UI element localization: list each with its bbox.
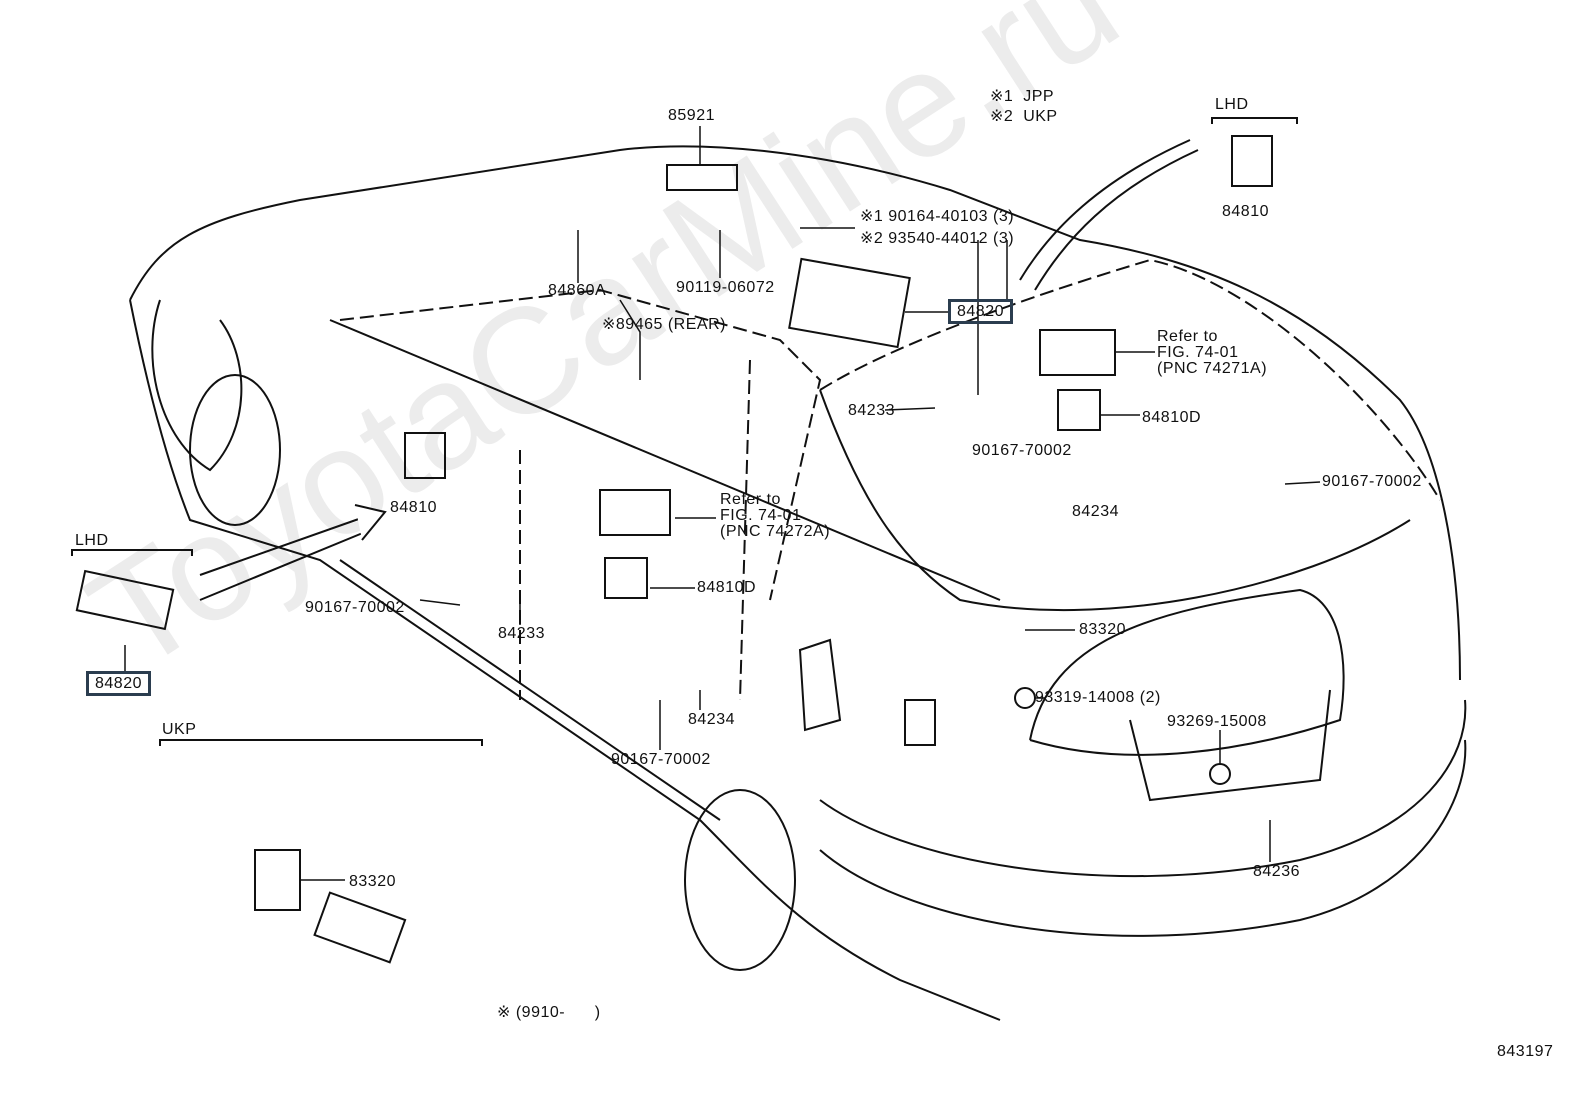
group-label-lhd-left: LHD — [75, 532, 109, 549]
part-84810D-r-shape — [1057, 389, 1101, 431]
part-85921-shape — [666, 164, 738, 191]
ref1-line2: FIG. 74-01 — [1157, 344, 1239, 361]
part-83320-ukp-shape — [254, 849, 301, 911]
front-wheel — [189, 374, 281, 526]
part-84810-lhd-shape — [1231, 135, 1273, 187]
part-switch-r-shape — [1039, 329, 1116, 376]
label-84810D-right: 84810D — [1142, 409, 1202, 426]
tailgate — [1029, 588, 1345, 756]
rear-bumper-lower — [819, 739, 1467, 937]
side-window-dashed — [339, 288, 822, 601]
ref2-line2: FIG. 74-01 — [720, 507, 802, 524]
label-84810D-left: 84810D — [697, 579, 757, 596]
body-crease — [339, 559, 721, 821]
ref2-line3: (PNC 74272A) — [720, 523, 831, 540]
label-93269: 93269-15008 — [1167, 713, 1267, 730]
ref1-line1: Refer to — [1157, 328, 1218, 345]
label-90167-b: 90167-70002 — [1322, 473, 1422, 490]
label-bolt-jpp: ※1 90164-40103 (3) — [860, 208, 1015, 225]
bracket-ukp — [159, 739, 483, 746]
front-wheel-arch — [151, 299, 243, 472]
rear-window-lower — [819, 389, 1411, 612]
figure-number: 843197 — [1497, 1043, 1554, 1060]
ref2-line1: Refer to — [720, 491, 781, 508]
label-90119: 90119-06072 — [676, 279, 775, 296]
note-jpp: ※1 JPP — [990, 88, 1055, 105]
plate-area — [1129, 689, 1331, 802]
label-84860A: 84860A — [548, 282, 607, 299]
car-roof-line — [129, 145, 1461, 681]
note-ukp: ※2 UKP — [990, 108, 1058, 125]
label-84233-right: 84233 — [848, 402, 895, 419]
label-90167-a: 90167-70002 — [972, 442, 1072, 459]
date-note: ※ (9910- ) — [497, 1004, 601, 1021]
label-84820-lhd: 84820 — [86, 671, 151, 696]
part-84810D-l-shape — [604, 557, 648, 599]
label-90167-d: 90167-70002 — [611, 751, 711, 768]
s-mark-2 — [1209, 763, 1231, 785]
door-line — [519, 359, 751, 701]
label-93319: 93319-14008 (2) — [1035, 689, 1161, 706]
group-label-ukp: UKP — [162, 721, 197, 738]
label-84236: 84236 — [1253, 863, 1300, 880]
label-89465: ※89465 (REAR) — [602, 316, 726, 333]
bracket-lhd-left — [71, 549, 193, 556]
part-84810-shape — [404, 432, 446, 479]
label-84810: 84810 — [390, 499, 437, 516]
ref1-line3: (PNC 74271A) — [1157, 360, 1268, 377]
leader-lines — [124, 126, 1321, 881]
arrow-head-left — [354, 504, 387, 541]
label-84810-lhd: 84810 — [1222, 203, 1269, 220]
part-83320-r-shape — [904, 699, 936, 746]
part-84820-lhd-shape — [75, 569, 175, 631]
part-battery-shape — [313, 891, 407, 964]
label-83320-ukp: 83320 — [349, 873, 396, 890]
rear-bumper — [819, 699, 1467, 878]
bracket-lhd-top — [1211, 117, 1298, 124]
label-84233-left: 84233 — [498, 625, 545, 642]
label-84234-right: 84234 — [1072, 503, 1119, 520]
fuel-door — [798, 638, 842, 732]
label-84820-main: 84820 — [948, 299, 1013, 324]
part-84820-shape — [788, 257, 911, 349]
label-90167-c: 90167-70002 — [305, 599, 405, 616]
body-crease-2 — [329, 319, 1001, 601]
arrow-lhd-left — [199, 514, 371, 601]
label-84234-left: 84234 — [688, 711, 735, 728]
label-bolt-ukp: ※2 93540-44012 (3) — [860, 230, 1015, 247]
label-83320-right: 83320 — [1079, 621, 1126, 638]
s-mark-1 — [1014, 687, 1036, 709]
arrow-right-top — [1019, 139, 1199, 291]
group-label-lhd-top: LHD — [1215, 96, 1249, 113]
rear-wheel — [684, 789, 796, 971]
rear-window — [819, 258, 1441, 501]
part-switch-l-shape — [599, 489, 671, 536]
label-85921: 85921 — [668, 107, 715, 124]
